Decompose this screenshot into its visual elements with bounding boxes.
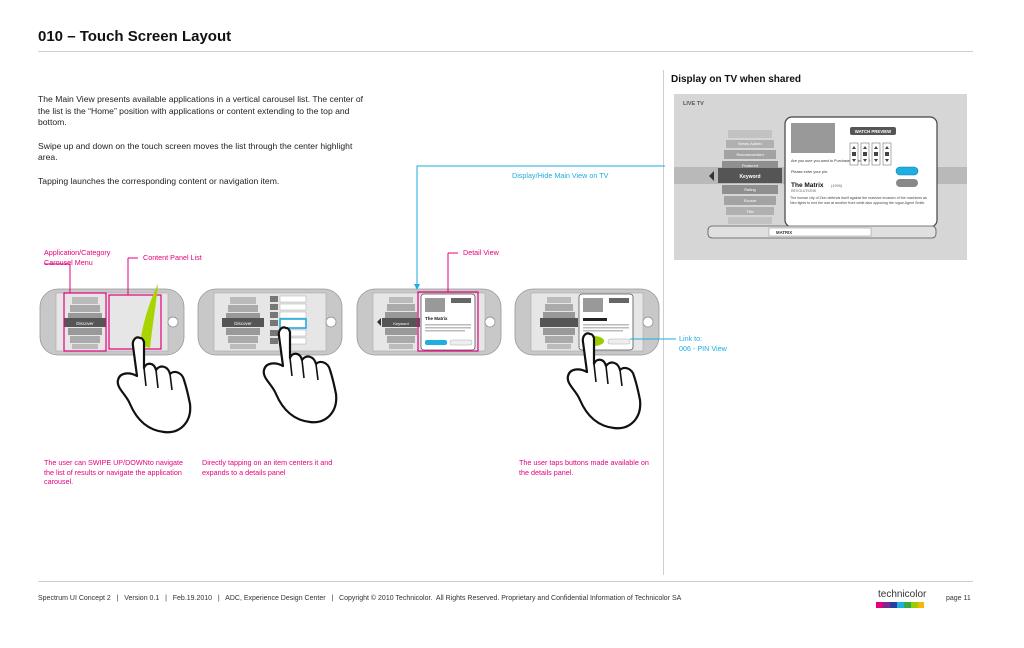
tv-live-label: LIVE TV — [683, 101, 704, 107]
swipe-indicator — [140, 284, 158, 348]
tv-menu-item-3: Featured — [742, 163, 758, 168]
caption-step-1: The user can SWIPE UP/DOWNto navigate th… — [44, 458, 184, 486]
tv-synopsis: The human city of Zion defends itself ag… — [790, 196, 927, 205]
page-number: page 11 — [946, 595, 971, 602]
annotation-content-panel: Content Panel List — [143, 253, 202, 262]
tv-menu-item-1: Newly Added — [738, 141, 761, 146]
footer-divider — [38, 581, 973, 582]
screen-2-content-list — [270, 295, 307, 345]
technicolor-logo-bar — [876, 602, 924, 608]
screen-2: Discover — [197, 288, 343, 424]
description-paragraph-2: Swipe up and down on the touch screen mo… — [38, 140, 353, 163]
tv-menu-item-6: Source — [744, 198, 757, 203]
column-divider — [663, 70, 664, 575]
screen-3: Keyword The Matrix — [356, 288, 502, 356]
technicolor-logo: technicolor — [878, 589, 927, 600]
tv-watch-preview-button: WATCH PREVIEW — [855, 129, 892, 134]
page-title: 010 – Touch Screen Layout — [38, 28, 232, 45]
description-paragraph-1: The Main View presents available applica… — [38, 94, 363, 128]
screen-3-selected-item: Keyword — [393, 321, 409, 326]
screen-1-carousel: Discover — [64, 297, 106, 349]
footer-text: Spectrum UI Concept 2 | Version 0.1 | Fe… — [38, 595, 682, 602]
screen-4 — [514, 288, 660, 430]
tv-menu-item-5: Rating — [744, 187, 756, 192]
tv-menu-item-2: Recommended — [736, 152, 763, 157]
screen-1-selected-item: Discover — [76, 321, 94, 326]
screen-1: Discover — [39, 284, 192, 434]
tv-menu-item-7: Title — [746, 209, 754, 214]
tv-purchase-prompt: Are you sure you want to Purchase this m… — [791, 159, 870, 163]
tv-search-text: MATRIX — [776, 230, 792, 235]
screen-2-selected-item: Discover — [234, 321, 252, 326]
annotation-detail-view: Detail View — [463, 248, 499, 257]
annotation-display-hide: Display/Hide Main View on TV — [512, 171, 609, 180]
cyan-callouts — [414, 165, 676, 340]
annotation-carousel-menu: Application/Category Carousel Menu — [44, 248, 111, 267]
tv-panel-heading: Display on TV when shared — [671, 74, 802, 85]
caption-step-4: The user taps buttons made available on … — [519, 458, 649, 477]
header-divider — [38, 51, 973, 52]
annotation-link-to: Link to: 006 - PIN View — [679, 334, 727, 353]
description-paragraph-3: Tapping launches the corresponding conte… — [38, 175, 280, 186]
tv-menu-item-selected: Keyword — [739, 174, 760, 180]
tv-panel: LIVE TV Newly Added Recommended Featured… — [674, 94, 967, 260]
tv-movie-title: The Matrix — [791, 182, 824, 189]
carousel-highlight — [63, 292, 107, 352]
screen-3-movie-title: The Matrix — [425, 316, 448, 321]
tv-movie-subtitle: REVOLUTIONS — [791, 189, 817, 193]
pink-callouts — [44, 252, 458, 295]
caption-step-2: Directly tapping on an item centers it a… — [202, 458, 333, 477]
tv-pin-entry — [849, 142, 892, 166]
tv-pin-prompt: Please enter your pin: — [791, 170, 828, 174]
tv-movie-year: (1999) — [831, 184, 843, 188]
description: The Main View presents available applica… — [38, 94, 363, 200]
